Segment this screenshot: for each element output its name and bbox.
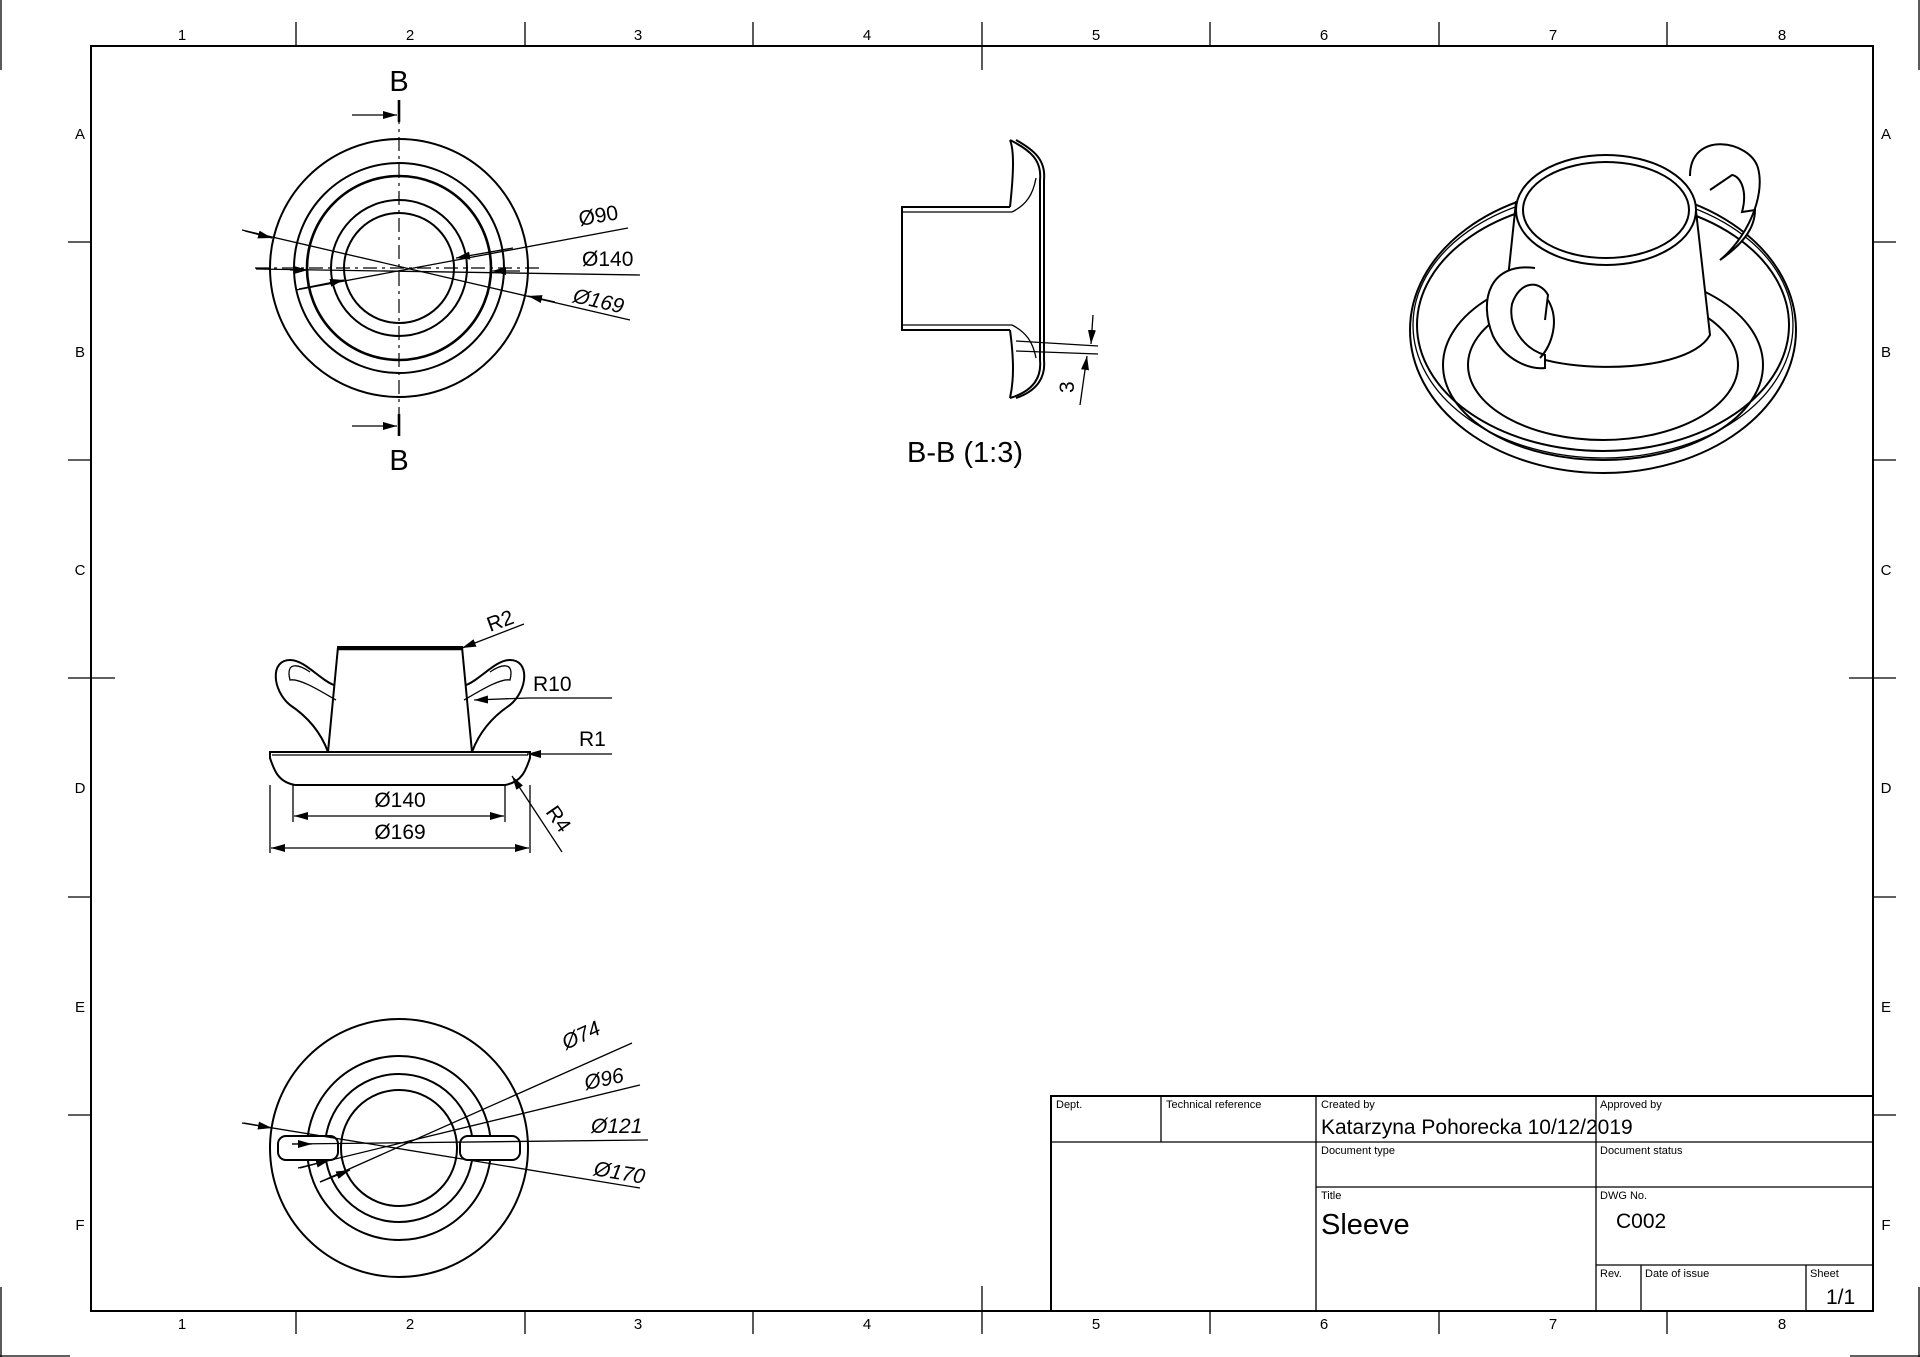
front-view: R2 R10 R1 Ø140 Ø169 R4	[269, 606, 612, 853]
top-dim-d169: Ø169	[570, 284, 627, 318]
isometric-view	[1409, 143, 1797, 474]
col-label-top-8: 8	[1778, 27, 1786, 44]
front-dim-d169: Ø169	[374, 821, 425, 844]
tb-doc-status-label: Document status	[1600, 1145, 1683, 1157]
row-label-left-A: A	[75, 126, 85, 143]
row-label-right-E: E	[1881, 999, 1891, 1016]
col-label-bottom-4: 4	[863, 1316, 871, 1333]
front-dim-r4: R4	[541, 802, 575, 837]
col-label-bottom-5: 5	[1092, 1316, 1100, 1333]
front-dim-d140: Ø140	[374, 789, 425, 812]
zone-labels: 1 2 3 4 5 6 7 8 1 2 3 4 5 6 7 8 A B C D …	[75, 27, 1892, 1333]
tb-sheet-value: 1/1	[1826, 1286, 1855, 1309]
tb-doc-type-label: Document type	[1321, 1145, 1395, 1157]
bottom-dim-d170: Ø170	[591, 1157, 647, 1189]
bottom-dim-d121: Ø121	[590, 1115, 642, 1138]
col-label-bottom-7: 7	[1549, 1316, 1557, 1333]
row-label-left-F: F	[75, 1217, 84, 1234]
row-label-right-C: C	[1881, 562, 1892, 579]
col-label-top-2: 2	[406, 27, 414, 44]
tb-approved-by-label: Approved by	[1600, 1099, 1662, 1111]
tb-created-by-label: Created by	[1321, 1099, 1375, 1111]
row-label-left-B: B	[75, 344, 85, 361]
row-label-right-A: A	[1881, 126, 1891, 143]
section-label: B-B (1:3)	[907, 437, 1023, 469]
front-dim-r2: R2	[484, 606, 517, 637]
row-label-left-E: E	[75, 999, 85, 1016]
col-label-bottom-2: 2	[406, 1316, 414, 1333]
col-label-bottom-1: 1	[178, 1316, 186, 1333]
tb-rev-label: Rev.	[1600, 1268, 1622, 1280]
col-label-bottom-8: 8	[1778, 1316, 1786, 1333]
tb-dept-label: Dept.	[1056, 1099, 1082, 1111]
col-label-top-7: 7	[1549, 27, 1557, 44]
row-label-right-B: B	[1881, 344, 1891, 361]
col-label-top-6: 6	[1320, 27, 1328, 44]
top-dim-d140: Ø140	[582, 248, 633, 271]
col-label-top-4: 4	[863, 27, 871, 44]
bottom-dim-d74: Ø74	[557, 1017, 604, 1055]
front-dim-r1: R1	[579, 728, 606, 751]
section-thickness-dim: 3	[1056, 381, 1079, 393]
title-block: Dept. Technical reference Created by Kat…	[1050, 1095, 1874, 1312]
section-view: 3 B-B (1:3)	[901, 139, 1099, 469]
section-marker-top: B	[389, 66, 408, 98]
col-label-top-1: 1	[178, 27, 186, 44]
section-marker-bottom: B	[389, 445, 408, 477]
col-label-bottom-6: 6	[1320, 1316, 1328, 1333]
tb-title-value: Sleeve	[1321, 1209, 1410, 1241]
tb-created-by-value: Katarzyna Pohorecka 10/12/2019	[1321, 1116, 1633, 1139]
tb-tech-ref-label: Technical reference	[1166, 1099, 1261, 1111]
row-label-right-D: D	[1881, 780, 1892, 797]
top-dim-d90: Ø90	[577, 201, 620, 231]
tb-title-label: Title	[1321, 1190, 1341, 1202]
front-dim-r10: R10	[533, 673, 572, 696]
col-label-top-5: 5	[1092, 27, 1100, 44]
tb-date-label: Date of issue	[1645, 1268, 1709, 1280]
row-label-left-D: D	[75, 780, 86, 797]
col-label-bottom-3: 3	[634, 1316, 642, 1333]
top-view: B B Ø90 Ø140 Ø169	[241, 66, 641, 477]
tb-sheet-label: Sheet	[1810, 1268, 1839, 1280]
tb-dwg-label: DWG No.	[1600, 1190, 1647, 1202]
tb-dwg-value: C002	[1616, 1210, 1666, 1233]
col-label-top-3: 3	[634, 27, 642, 44]
bottom-view: Ø74 Ø96 Ø121 Ø170	[241, 1017, 649, 1278]
row-label-left-C: C	[75, 562, 86, 579]
row-label-right-F: F	[1881, 1217, 1890, 1234]
